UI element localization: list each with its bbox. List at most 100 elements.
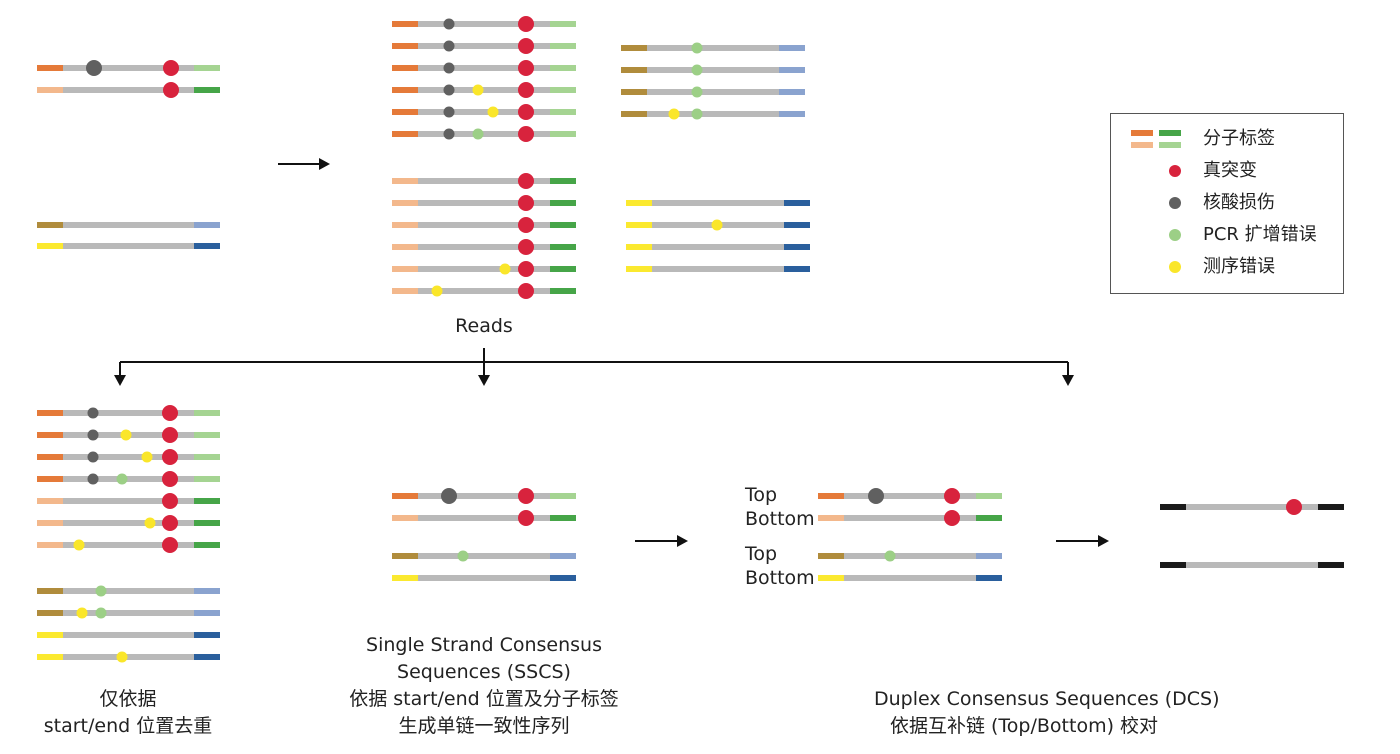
- molecular-tag-right: [550, 266, 576, 272]
- seq-error-dot: [76, 607, 88, 619]
- molecular-tag-left: [621, 67, 647, 73]
- true-mutation-dot: [944, 488, 960, 504]
- molecular-tag-left: [392, 21, 418, 27]
- arrow-down-dcs-head: [1062, 375, 1074, 386]
- molecular-tag-left: [621, 111, 647, 117]
- sscs-caption-line3: 依据 start/end 位置及分子标签: [349, 688, 619, 710]
- molecular-tag-right: [550, 178, 576, 184]
- molecular-tag-right: [1318, 504, 1344, 510]
- molecular-tag-right: [194, 520, 220, 526]
- molecular-tag-left: [37, 454, 63, 460]
- seq-error-dot: [431, 285, 443, 297]
- molecular-tag-left: [392, 515, 418, 521]
- true-mutation-dot: [518, 126, 534, 142]
- true-mutation-dot: [518, 283, 534, 299]
- true-mutation-dot: [1286, 499, 1302, 515]
- molecular-tag-left: [818, 515, 844, 521]
- tag-swatch-bottom-left: [1131, 142, 1153, 148]
- true-mutation-dot: [518, 239, 534, 255]
- molecular-tag-left: [621, 89, 647, 95]
- dedup-caption-line1: 仅依据: [99, 688, 157, 710]
- molecular-tag-left: [626, 244, 652, 250]
- true-mutation-dot: [162, 427, 178, 443]
- legend-row-seq: 测序错误: [1111, 253, 1343, 281]
- true-mutation-dot: [162, 515, 178, 531]
- strand: [392, 131, 576, 137]
- molecular-tag-left: [37, 654, 63, 660]
- strand: [818, 515, 1002, 521]
- true-mutation-dot: [518, 104, 534, 120]
- molecular-tag-right: [550, 21, 576, 27]
- molecular-tag-left: [37, 520, 63, 526]
- true-mutation-dot: [163, 60, 179, 76]
- molecular-tag-left: [392, 288, 418, 294]
- tag-swatch-bottom-right: [1159, 142, 1181, 148]
- true-mutation-dot: [162, 471, 178, 487]
- damage-dot: [87, 407, 99, 419]
- strand: [392, 178, 576, 184]
- seq-error-dot: [141, 451, 153, 463]
- pcr-error-dot: [691, 42, 703, 54]
- arrow-down-dedup-head: [114, 375, 126, 386]
- arrow-to-dcs-head: [677, 535, 688, 547]
- legend-true-mutation-label: 真突变: [1203, 160, 1257, 181]
- strand: [621, 111, 805, 117]
- strand: [1160, 562, 1344, 568]
- bottom-label-2: Bottom: [745, 567, 815, 589]
- molecular-tag-right: [194, 498, 220, 504]
- molecular-tag-right: [194, 654, 220, 660]
- damage-dot: [441, 488, 457, 504]
- molecular-tag-right: [550, 87, 576, 93]
- molecular-tag-left: [392, 65, 418, 71]
- molecular-tag-right: [779, 67, 805, 73]
- molecular-tag-left: [392, 109, 418, 115]
- molecular-tag-right: [550, 288, 576, 294]
- seq-error-dot: [668, 108, 680, 120]
- molecular-tag-right: [550, 65, 576, 71]
- molecular-tag-right: [784, 244, 810, 250]
- strand: [392, 553, 576, 559]
- seq-error-dot: [73, 539, 85, 551]
- tag-swatch-top-left: [1131, 130, 1153, 136]
- pcr-error-dot-icon: [1169, 229, 1181, 241]
- damage-dot: [443, 18, 455, 30]
- molecular-tag-right: [550, 200, 576, 206]
- strand: [392, 288, 576, 294]
- strand: [392, 222, 576, 228]
- molecular-tag-right: [550, 515, 576, 521]
- true-mutation-dot: [162, 449, 178, 465]
- molecular-tag-right: [550, 553, 576, 559]
- molecular-tag-left: [392, 575, 418, 581]
- strand: [37, 476, 220, 482]
- sscs-caption-line1: Single Strand Consensus: [366, 634, 602, 656]
- molecular-tag-right: [976, 493, 1002, 499]
- molecular-tag-right: [550, 575, 576, 581]
- true-mutation-dot: [162, 493, 178, 509]
- dcs-caption-line1: Duplex Consensus Sequences (DCS): [874, 688, 1220, 710]
- molecular-tag-right: [779, 89, 805, 95]
- strand: [392, 43, 576, 49]
- sscs-caption-line4: 生成单链一致性序列: [398, 715, 570, 737]
- strand: [626, 200, 810, 206]
- molecular-tag-left: [37, 65, 63, 71]
- molecular-tag-left: [37, 542, 63, 548]
- molecular-tag-left: [37, 498, 63, 504]
- molecular-tag-left: [37, 222, 63, 228]
- molecular-tag-right: [194, 243, 220, 249]
- true-mutation-dot: [163, 82, 179, 98]
- damage-dot: [443, 128, 455, 140]
- damage-dot: [87, 451, 99, 463]
- molecular-tag-left: [37, 432, 63, 438]
- sscs-caption-line2: Sequences (SSCS): [397, 661, 571, 683]
- seq-error-dot: [116, 651, 128, 663]
- strand: [37, 542, 220, 548]
- molecular-tag-right: [550, 43, 576, 49]
- legend-seq-label: 测序错误: [1203, 256, 1275, 277]
- molecular-tag-left: [1160, 504, 1186, 510]
- arrow-down-sscs-head: [478, 375, 490, 386]
- seq-error-dot: [487, 106, 499, 118]
- molecular-tag-right: [784, 200, 810, 206]
- strand: [818, 553, 1002, 559]
- molecular-tag-right: [1318, 562, 1344, 568]
- molecular-tag-left: [626, 222, 652, 228]
